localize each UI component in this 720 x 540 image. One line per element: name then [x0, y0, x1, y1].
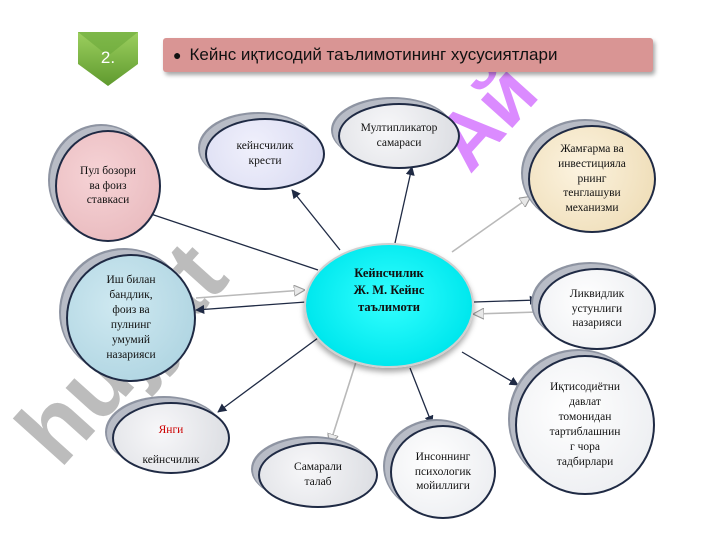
arrow-liquidity-back [474, 312, 539, 314]
arrow-to-psychology [409, 367, 434, 425]
arrow-to-money-market [129, 205, 319, 271]
node-general-theory: Иш билан бандлик, фоиз ва пулнинг умумий… [66, 254, 196, 382]
bullet-icon: ● [173, 47, 182, 63]
arrow-to-employment [195, 301, 307, 314]
arrow-to-effective-demand [330, 361, 357, 444]
slide-number-badge [78, 32, 138, 86]
new-keynes-label: Янги кейнсчилик [142, 424, 200, 466]
node-savings-investment: Жамғарма ва инвестицияла рнинг тенглашув… [528, 125, 656, 233]
node-money-market: Пул бозори ва фоиз ставкаси [55, 130, 161, 242]
node-multiplier: Мултипликатор самараси [338, 103, 460, 169]
arrow-to-state [461, 351, 519, 386]
node-effective-demand: Самарали талаб [258, 442, 378, 508]
node-human-psychology: Инсоннинг психологик мойиллиги [390, 425, 496, 519]
arrow-to-multiplier [394, 166, 415, 244]
arrow-employment-back [195, 290, 304, 299]
node-center-keynesianism: Кейнсчилик Ж. М. Кейнс таълимоти [304, 243, 474, 368]
node-keynesian-crisis: кейнсчилик крести [205, 118, 325, 190]
slide-title-text: Кейнс иқтисодий таълимотининг хусусиятла… [189, 45, 558, 64]
arrow-to-new-keynes [217, 334, 323, 413]
arrow-to-liquidity [473, 295, 539, 305]
arrow-to-crisis [291, 189, 341, 251]
node-new-keynesianism: Янги кейнсчилик [112, 402, 230, 474]
slide-number: 2. [100, 48, 116, 67]
node-state-regulation: Иқтисодиётни давлат томонидан тартиблашн… [515, 355, 655, 495]
slide-title: ● Кейнс иқтисодий таълимотининг хусусият… [163, 38, 653, 72]
node-liquidity-preference: Ликвидлик устунлиги назарияси [538, 268, 656, 350]
arrow-to-savings [451, 197, 530, 253]
